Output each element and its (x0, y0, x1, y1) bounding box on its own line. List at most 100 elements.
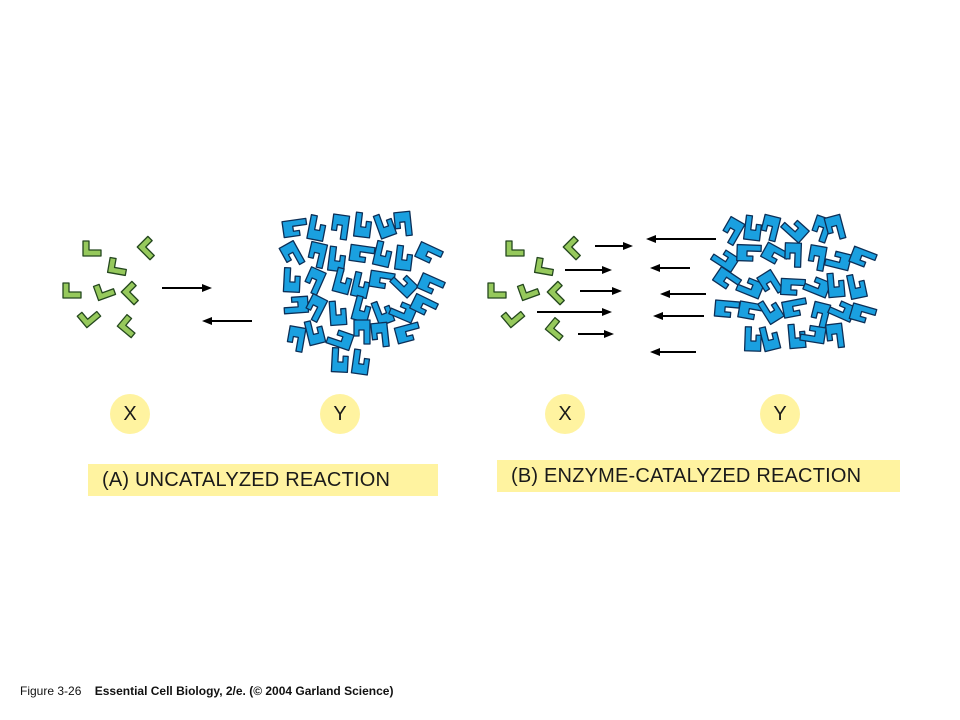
reactant-molecule (487, 282, 507, 299)
product-molecule (823, 213, 847, 240)
figure-number: Figure 3-26 (20, 684, 82, 698)
product-molecule (807, 244, 828, 272)
product-molecule (328, 300, 348, 327)
reverse-arrow (650, 264, 690, 272)
product-molecule (281, 217, 308, 239)
product-molecule (282, 266, 301, 294)
reactant-molecule (516, 283, 541, 302)
product-molecule (350, 294, 372, 324)
product-molecule (810, 300, 832, 330)
product-molecule (846, 274, 868, 301)
product-molecule (737, 300, 765, 321)
product-molecule (799, 324, 827, 345)
product-molecule (760, 213, 782, 243)
forward-arrow (595, 242, 633, 250)
product-molecule (757, 300, 785, 326)
product-molecule (781, 297, 808, 319)
product-molecule (370, 321, 390, 348)
reactant-molecule (505, 240, 525, 257)
product-molecule (784, 242, 803, 268)
figure-footer: Figure 3-26 Essential Cell Biology, 2/e.… (20, 684, 393, 698)
product-molecule (393, 244, 414, 272)
product-molecule (303, 320, 327, 347)
caption-uncatalyzed: (A) UNCATALYZED REACTION (88, 464, 438, 496)
product-molecule (305, 293, 329, 323)
product-molecule (709, 249, 741, 273)
reverse-arrow (202, 317, 252, 325)
product-label-a: Y (320, 394, 360, 434)
forward-arrow (162, 284, 212, 292)
product-molecule (848, 245, 878, 268)
product-molecule (278, 239, 306, 266)
product-molecule (713, 299, 741, 318)
product-molecule (742, 214, 763, 242)
product-molecule (325, 329, 355, 352)
reactant-molecule (562, 235, 581, 261)
product-molecule (372, 213, 398, 240)
product-molecule (350, 348, 371, 376)
reverse-arrow (646, 235, 716, 243)
product-molecule (286, 325, 307, 353)
product-molecule (353, 319, 371, 345)
reactant-molecule (544, 316, 564, 342)
reactant-molecule (92, 283, 117, 302)
reactant-label-b: X (545, 394, 585, 434)
product-molecule (416, 272, 446, 295)
reactant-molecule (120, 280, 139, 306)
reactant-molecule (136, 235, 155, 261)
product-molecule (826, 272, 846, 299)
product-molecule (736, 243, 762, 262)
product-molecule (326, 245, 347, 273)
product-molecule (711, 266, 743, 290)
product-molecule (823, 250, 853, 272)
product-molecule (759, 241, 791, 265)
product-label-b: Y (760, 394, 800, 434)
reactant-molecule (76, 310, 102, 329)
caption-enzyme-catalyzed: (B) ENZYME-CATALYZED REACTION (497, 460, 900, 492)
product-molecule (409, 292, 439, 316)
product-molecule (393, 210, 413, 237)
product-molecule (352, 211, 373, 239)
reactant-molecule (500, 310, 526, 329)
panel-enzyme-catalyzed (487, 213, 878, 356)
product-molecule (368, 269, 396, 290)
product-molecule (758, 326, 782, 353)
product-molecule (348, 243, 376, 264)
reactant-molecule (116, 313, 136, 339)
forward-arrow (565, 266, 612, 274)
product-molecule (780, 219, 810, 244)
forward-arrow (537, 308, 612, 316)
product-molecule (371, 239, 393, 269)
product-molecule (743, 326, 762, 352)
figure-reference: Essential Cell Biology, 2/e. (© 2004 Gar… (94, 684, 394, 698)
product-molecule (306, 214, 327, 242)
product-molecule (722, 215, 746, 247)
product-molecule (330, 346, 349, 374)
product-molecule (848, 302, 878, 324)
product-molecule (414, 241, 444, 264)
product-molecule (735, 277, 765, 300)
product-molecule (756, 268, 784, 294)
panel-uncatalyzed (62, 210, 446, 376)
product-molecule (787, 323, 807, 350)
reverse-arrow (650, 348, 696, 356)
product-molecule (331, 266, 353, 296)
product-molecule (304, 266, 327, 296)
product-molecule (330, 213, 351, 241)
product-molecule (283, 295, 310, 315)
reverse-arrow (660, 290, 706, 298)
product-molecule (393, 321, 420, 345)
reactant-label-a: X (110, 394, 150, 434)
product-molecule (802, 276, 832, 299)
product-molecule (349, 270, 371, 300)
product-molecule (389, 274, 419, 299)
reactant-molecule (62, 282, 82, 299)
product-molecule (307, 240, 329, 270)
reactant-molecule (82, 240, 102, 257)
product-molecule (779, 277, 807, 296)
product-molecule (824, 322, 846, 349)
forward-arrow (578, 330, 614, 338)
reactant-molecule (546, 280, 565, 306)
reactant-molecule (106, 256, 127, 277)
